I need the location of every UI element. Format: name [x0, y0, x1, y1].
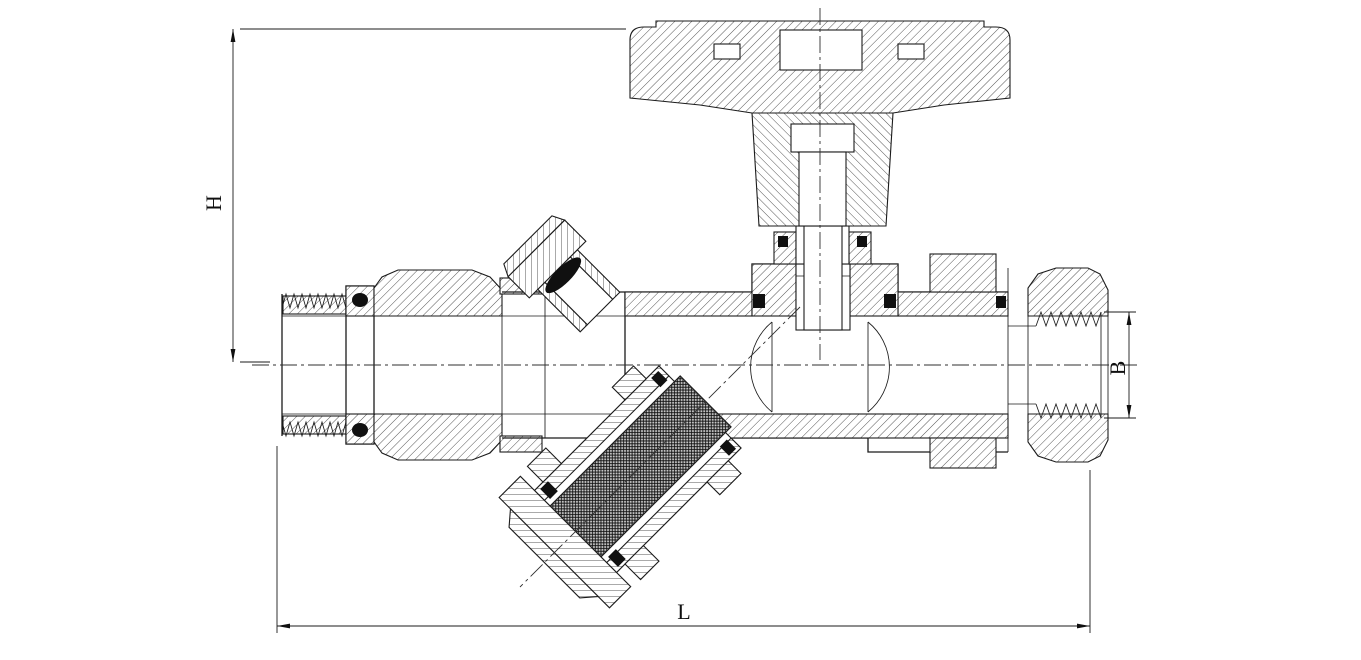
o-ring-seal: [352, 423, 368, 437]
packing-seal: [857, 236, 867, 247]
dimension-H-label: H: [201, 195, 226, 211]
strainer-seal: [651, 370, 668, 388]
screw-recess: [779, 29, 863, 71]
plug-seal: [545, 257, 582, 294]
strainer-axis-centerline: [519, 306, 801, 588]
seat-seal: [884, 294, 896, 308]
packing-seal: [778, 236, 788, 247]
joint-seal: [996, 296, 1006, 308]
dimension-B-label: B: [1105, 361, 1130, 376]
handle-column: [751, 112, 894, 227]
strainer-seal: [719, 439, 737, 456]
cap-seal: [540, 481, 558, 499]
dimension-H: H: [201, 28, 626, 363]
left-union-nut: [373, 269, 503, 461]
stem-upper: [798, 151, 847, 227]
spline-notch: [897, 43, 925, 60]
cap-seal: [608, 549, 626, 567]
dimension-L-label: L: [677, 599, 690, 624]
dimension-B: B: [1104, 311, 1136, 419]
top-plug: [503, 215, 621, 333]
o-ring-seal: [352, 293, 368, 307]
bonnet-gland: [773, 225, 872, 331]
dimension-L: L: [276, 446, 1091, 633]
ball-cavity: [750, 321, 890, 413]
seat-seal: [753, 294, 765, 308]
spline-notch: [713, 43, 741, 60]
stem: [803, 225, 843, 331]
centerlines: [252, 8, 1138, 588]
stem-nut: [790, 123, 855, 153]
